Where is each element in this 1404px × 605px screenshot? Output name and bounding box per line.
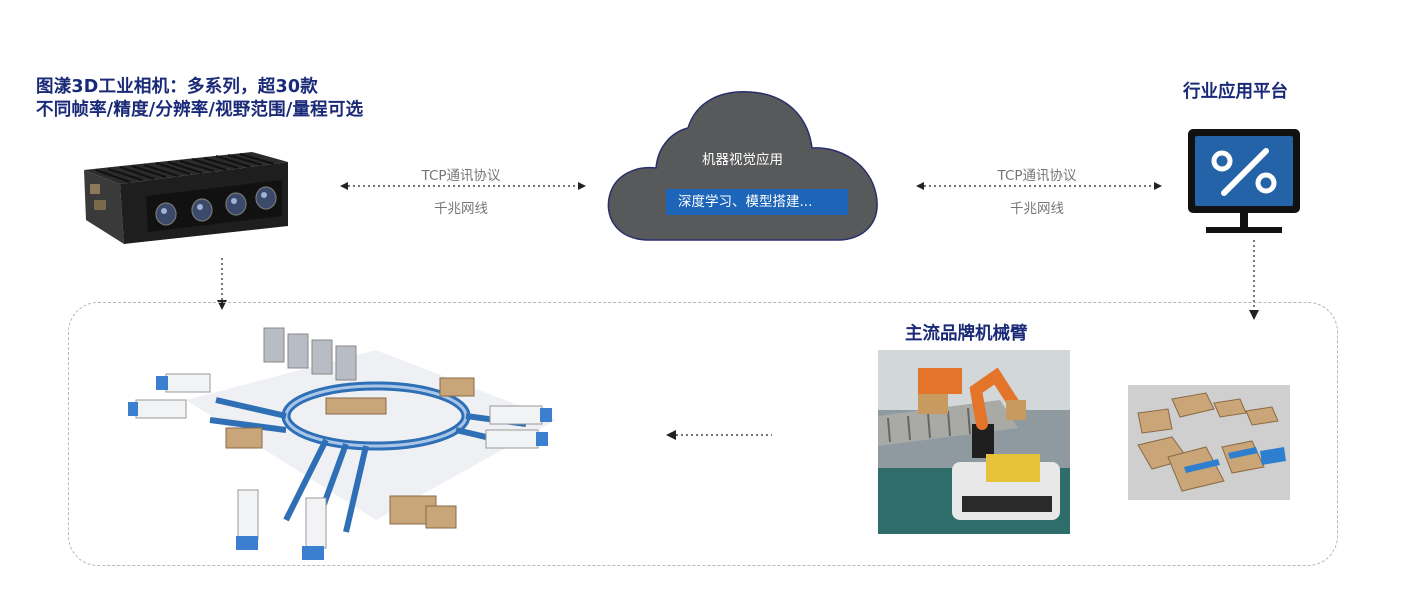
left-network-label: 千兆网线 bbox=[434, 201, 488, 217]
left-protocol-label: TCP通讯协议 bbox=[421, 168, 501, 184]
monitor-down-arrow bbox=[1246, 240, 1262, 322]
cloud-title: 机器视觉应用 bbox=[702, 152, 783, 168]
camera-title-line2: 不同帧率/精度/分辨率/视野范围/量程可选 bbox=[36, 100, 364, 120]
robot-arm-label: 主流品牌机械臂 bbox=[905, 324, 1028, 344]
right-protocol-label: TCP通讯协议 bbox=[997, 168, 1077, 184]
camera-title-line1: 图漾3D工业相机：多系列，超30款 bbox=[36, 77, 318, 97]
robot-arm-image bbox=[878, 350, 1070, 534]
logistics-warehouse-image bbox=[126, 320, 556, 568]
camera-title: 图漾3D工业相机：多系列，超30款 不同帧率/精度/分辨率/视野范围/量程可选 bbox=[36, 76, 363, 122]
robot-to-warehouse-arrow bbox=[666, 428, 772, 442]
percent-monitor-icon bbox=[1186, 127, 1302, 237]
right-network-label: 千兆网线 bbox=[1010, 201, 1064, 217]
left-bidirectional-arrow bbox=[340, 180, 586, 192]
right-bidirectional-arrow bbox=[916, 180, 1162, 192]
platform-title: 行业应用平台 bbox=[1183, 82, 1288, 102]
parcels-image bbox=[1128, 385, 1290, 500]
machine-vision-cloud: 机器视觉应用 深度学习、模型搭建... bbox=[600, 88, 885, 246]
3d-camera-image bbox=[76, 140, 294, 258]
application-area-box bbox=[68, 302, 1338, 566]
cloud-tag: 深度学习、模型搭建... bbox=[666, 189, 848, 215]
